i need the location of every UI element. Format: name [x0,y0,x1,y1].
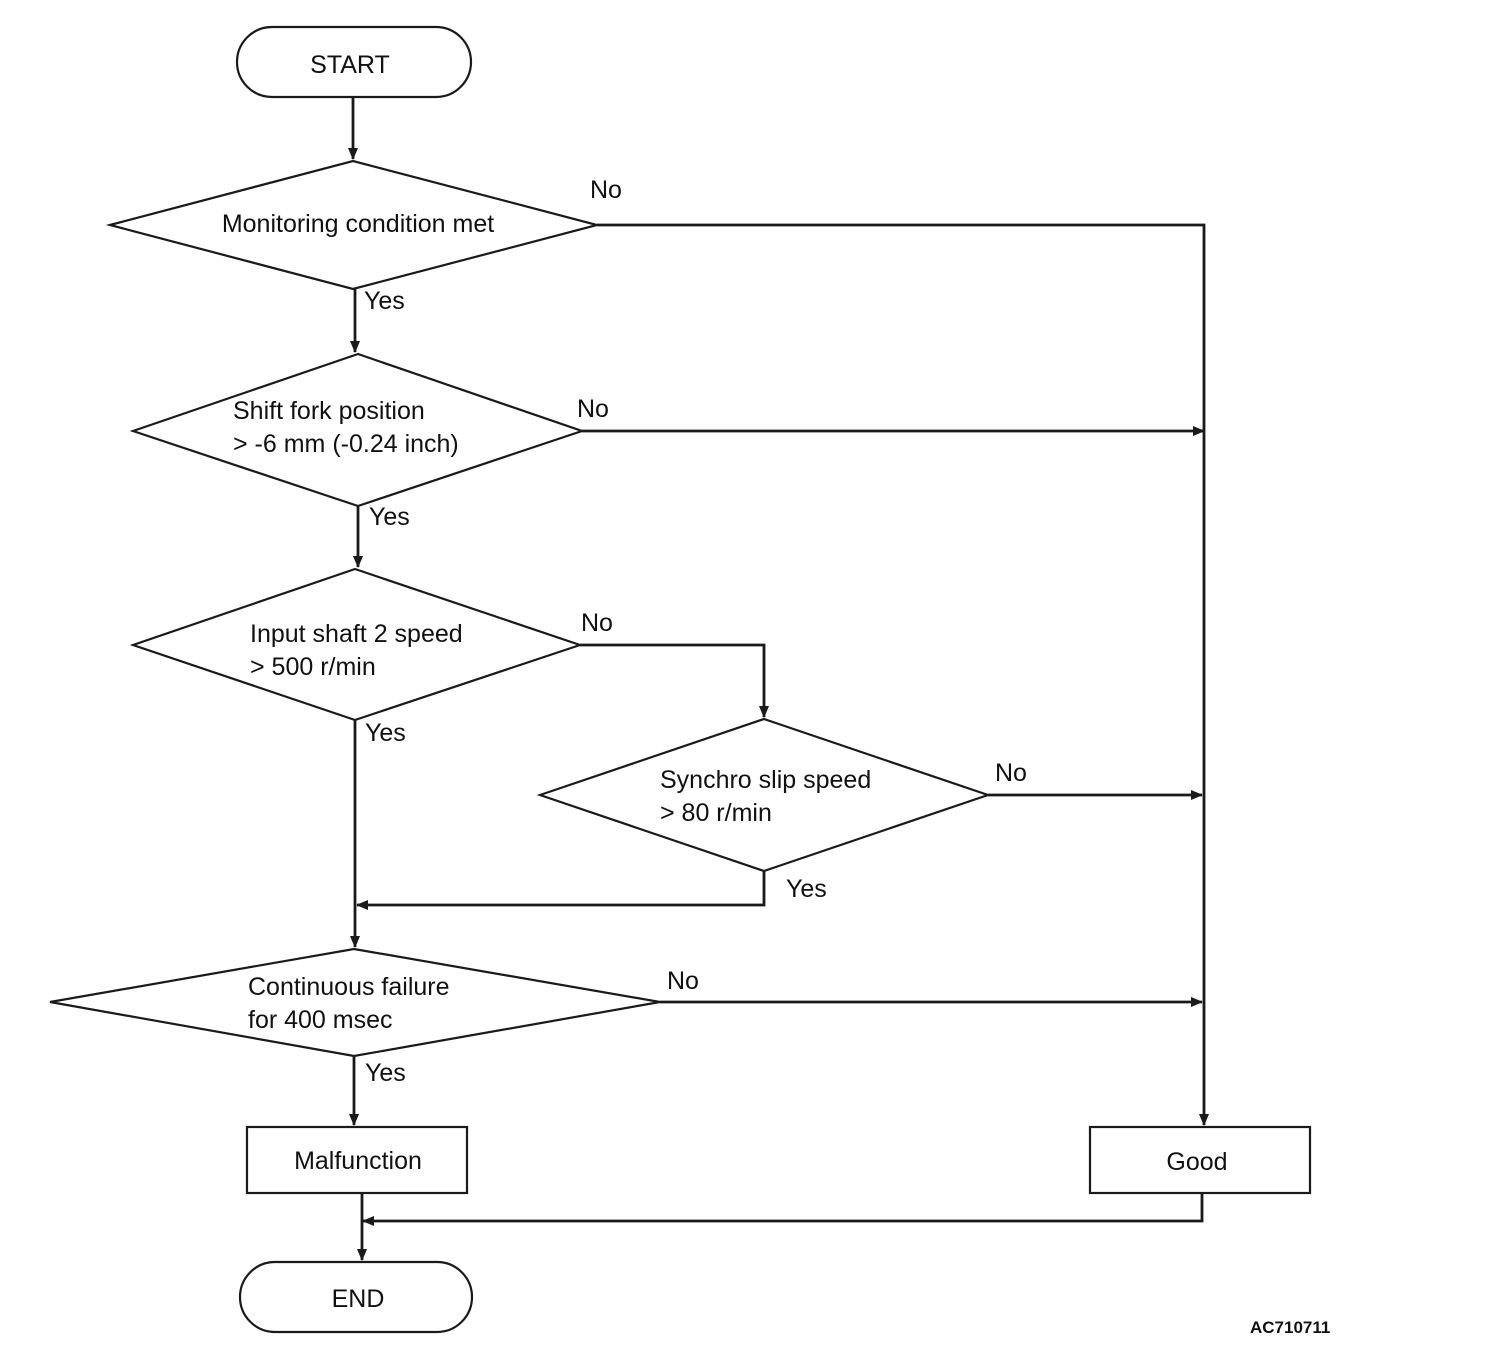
shift-fork-label-line2: > -6 mm (-0.24 inch) [233,430,459,458]
input-shaft-label-line1: Input shaft 2 speed [250,620,463,648]
synchro-decision [536,717,992,873]
edge-label-monitoring-yes: Yes [364,287,405,315]
edge-input-no [580,643,769,718]
continuous-label-line2: for 400 msec [248,1006,393,1034]
edge-label-input-no: No [581,609,613,637]
edge-label-continuous-yes: Yes [365,1059,406,1087]
start-label: START [310,51,390,79]
edge-good-end [362,1193,1204,1226]
good-label: Good [1166,1148,1227,1176]
synchro-label-line1: Synchro slip speed [660,766,871,794]
edge-label-monitoring-no: No [590,176,622,204]
shift-fork-label-line1: Shift fork position [233,397,425,425]
end-terminal [238,1260,474,1334]
end-label: END [332,1285,385,1313]
edge-label-input-yes: Yes [365,719,406,747]
monitoring-label: Monitoring condition met [222,210,494,238]
synchro-label-line2: > 80 r/min [660,799,772,827]
edge-label-continuous-no: No [667,967,699,995]
reference-code: AC710711 [1250,1318,1330,1337]
malfunction-box [245,1125,469,1195]
edge-monitoring-no [597,223,1209,1126]
good-box [1088,1125,1312,1195]
edge-label-shift-yes: Yes [369,503,410,531]
edge-label-shift-no: No [577,395,609,423]
input-shaft-label-line2: > 500 r/min [250,653,376,681]
continuous-decision [49,947,661,1058]
edge-label-synchro-no: No [995,759,1027,787]
edge-synchro-yes [356,871,766,910]
malfunction-label: Malfunction [294,1147,422,1175]
continuous-label-line1: Continuous failure [248,973,450,1001]
edge-label-synchro-yes: Yes [786,875,827,903]
